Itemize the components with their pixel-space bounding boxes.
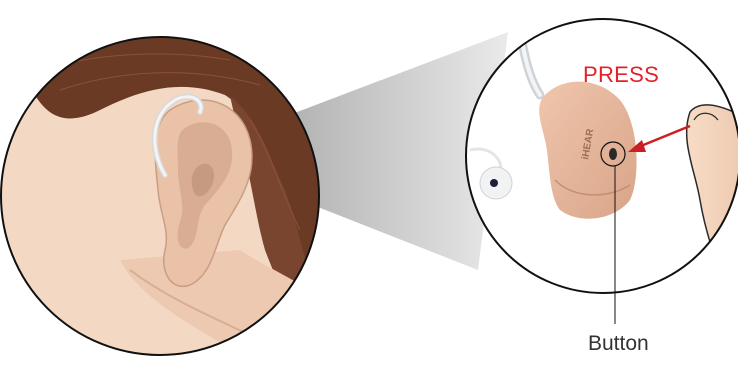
button-label: Button <box>588 332 649 356</box>
ear-illustration <box>0 36 320 364</box>
press-label: PRESS <box>583 62 659 88</box>
device-button <box>609 148 617 160</box>
